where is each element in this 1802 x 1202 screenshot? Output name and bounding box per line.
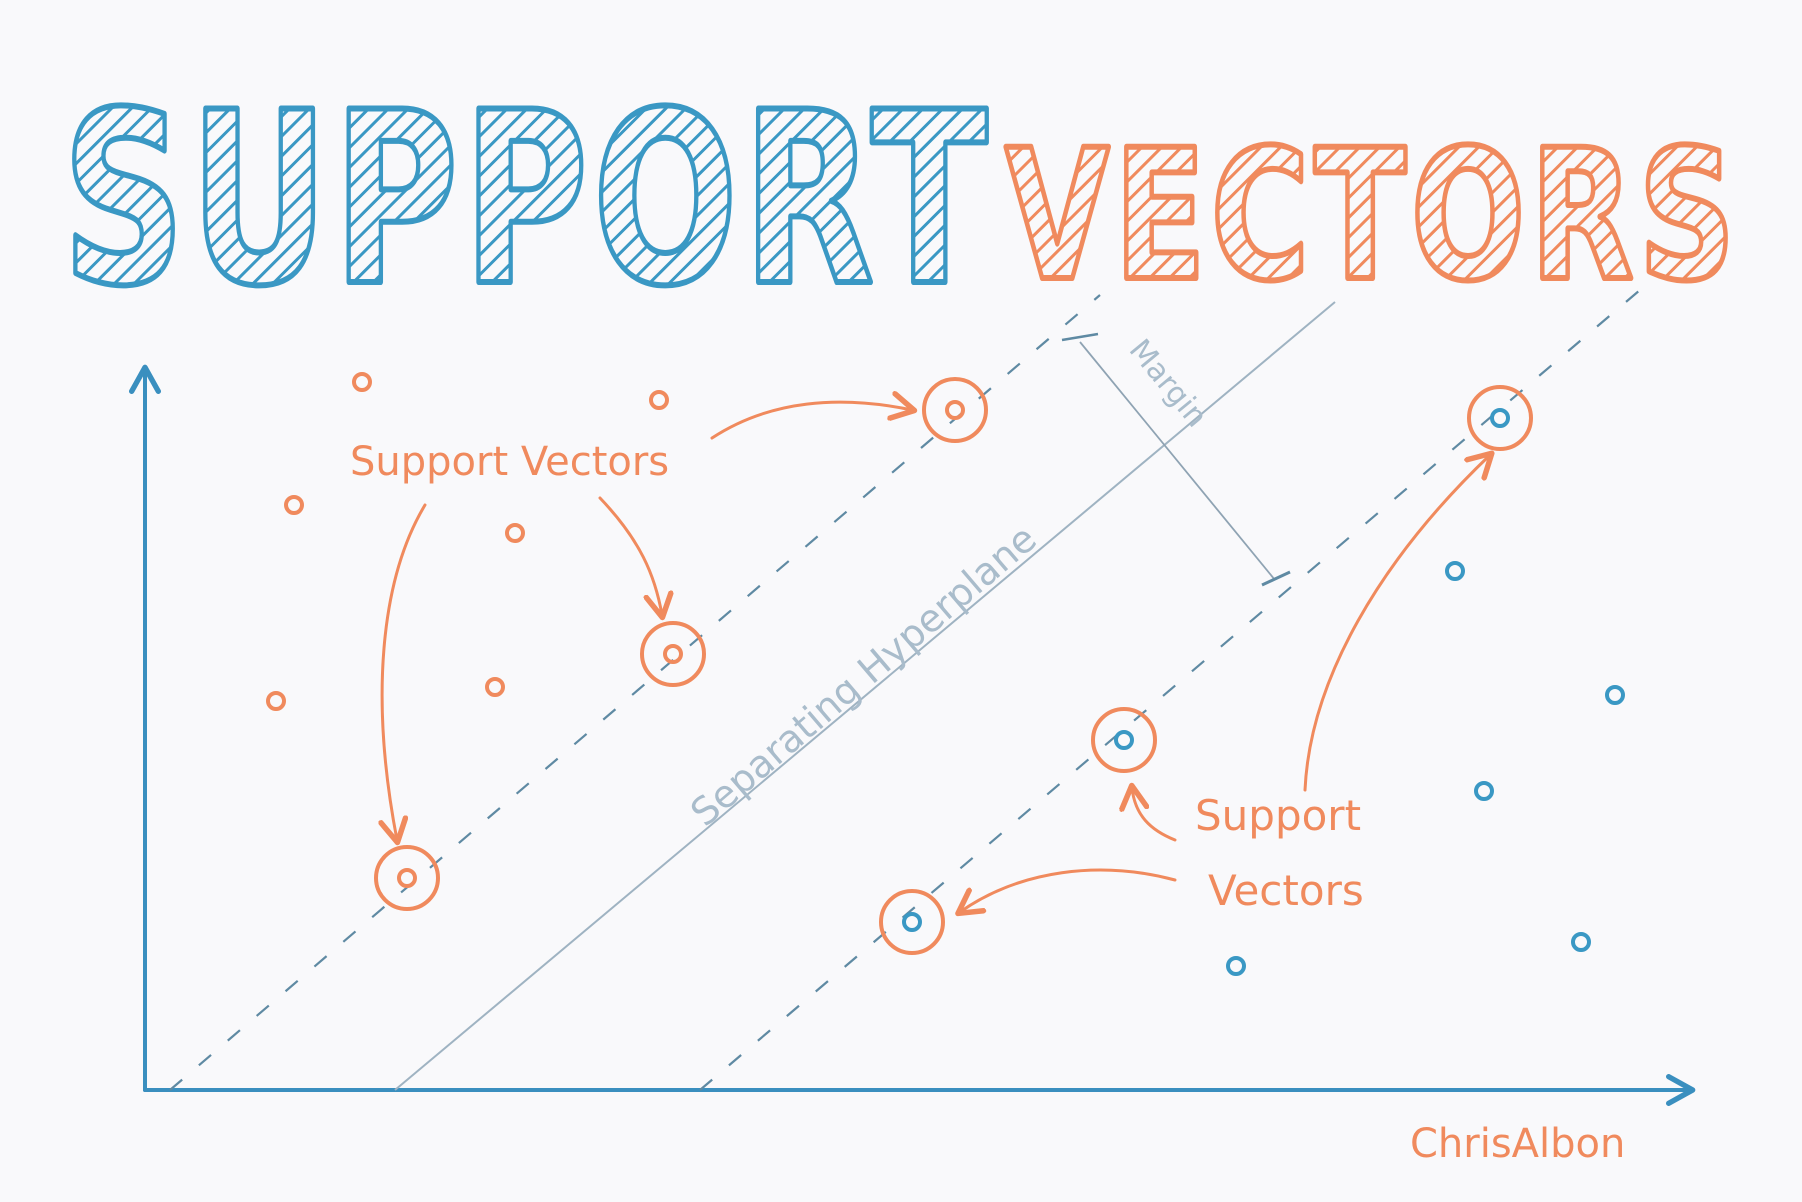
- arrow-to-middle-support-vector: [598, 496, 662, 615]
- orange-point-7: [663, 644, 683, 664]
- arrow-to-lower-support-vector: [382, 503, 427, 840]
- support-vector-ring-orange-8: [374, 845, 440, 911]
- lower-margin-line: [699, 289, 1641, 1091]
- upper-margin-line: [169, 294, 1101, 1091]
- blue-point-5: [1474, 781, 1494, 801]
- blue-point-2: [902, 912, 922, 932]
- orange-point-0: [352, 372, 372, 392]
- blue-point-3: [1445, 561, 1465, 581]
- blue-point-6: [1571, 932, 1591, 952]
- title-support: SUPPORT: [62, 62, 992, 339]
- blue-point-1: [1114, 730, 1134, 750]
- orange-point-6: [945, 400, 965, 420]
- orange-point-1: [649, 390, 669, 410]
- support-vector-ring-orange-6: [922, 377, 988, 443]
- margin-indicator: [1061, 332, 1291, 587]
- label-support-vectors-left: Support Vectors: [350, 439, 669, 485]
- orange-point-4: [266, 691, 286, 711]
- data-points: [266, 372, 1625, 976]
- support-vector-ring-blue-2: [879, 889, 945, 955]
- arrow-to-top-support-vector: [710, 402, 912, 440]
- orange-point-5: [485, 677, 505, 697]
- label-support-vectors-right-line1: Support: [1195, 791, 1361, 840]
- arrow-to-blue-lower-support-vector: [960, 868, 1177, 912]
- support-vector-ring-blue-1: [1091, 707, 1157, 773]
- blue-point-7: [1226, 956, 1246, 976]
- orange-point-8: [397, 868, 417, 888]
- label-support-vectors-right-line2: Vectors: [1208, 866, 1364, 915]
- label-margin: Margin: [1122, 333, 1214, 434]
- support-vector-ring-orange-7: [640, 621, 706, 687]
- label-separating-hyperplane: Separating Hyperplane: [682, 516, 1045, 835]
- annotation-arrows: [382, 402, 1490, 912]
- signature: ChrisAlbon: [1410, 1121, 1625, 1167]
- orange-point-2: [284, 495, 304, 515]
- arrow-to-blue-top-support-vector: [1303, 455, 1490, 792]
- orange-point-3: [505, 523, 525, 543]
- separating-hyperplane-line: [394, 301, 1336, 1091]
- title-vectors: VECTORS: [1005, 112, 1740, 321]
- blue-point-0: [1490, 408, 1510, 428]
- arrow-to-blue-middle-support-vector: [1132, 788, 1177, 842]
- support-vector-ring-blue-0: [1467, 385, 1533, 451]
- blue-point-4: [1605, 685, 1625, 705]
